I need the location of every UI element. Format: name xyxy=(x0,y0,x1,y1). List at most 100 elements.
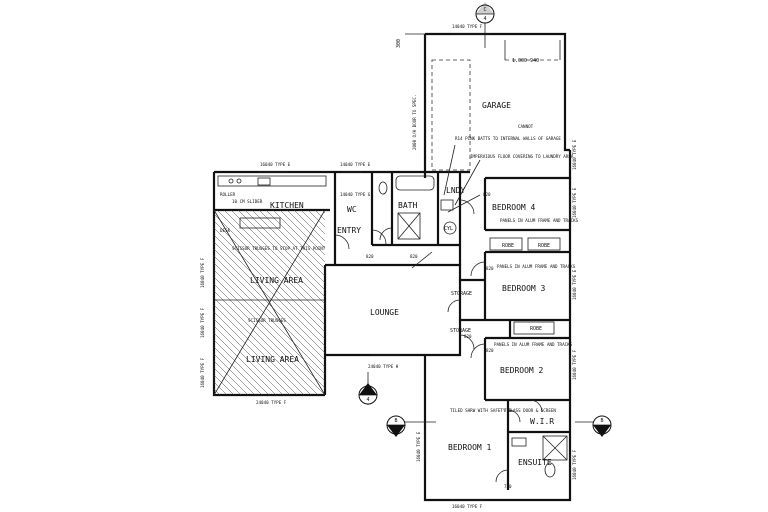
door-swings xyxy=(334,199,543,483)
robe-box-3 xyxy=(513,321,555,335)
note-garage-dims: 1.000 940 xyxy=(512,58,539,64)
internal-walls xyxy=(214,172,570,490)
door-label-d5: 720 xyxy=(504,408,512,413)
hatch-line xyxy=(14,210,199,395)
room-lndy: LNDY xyxy=(446,186,465,195)
window-bed3-right: 16040 TYPE E xyxy=(572,269,577,300)
note-panels-b4: PANELS IN ALUM FRAME AND TRACKS xyxy=(500,218,579,223)
note-panels-b3: PANELS IN ALUM FRAME AND TRACKS xyxy=(497,264,576,269)
room-bedroom-2: BEDROOM 2 xyxy=(500,366,544,375)
hatch-line xyxy=(214,353,256,395)
shower xyxy=(397,212,421,240)
hatch-line xyxy=(258,210,325,277)
room-living-upper: LIVING AREA xyxy=(250,276,303,285)
hatch-line xyxy=(265,210,325,270)
laundry-tub xyxy=(440,199,454,211)
note-sliding: 10 CM SLIDER xyxy=(232,199,263,204)
door-label-d2: 820 xyxy=(410,254,418,259)
garage-dashed-zone xyxy=(431,59,471,171)
kitchen-island xyxy=(239,217,281,229)
room-bedroom-4: BEDROOM 4 xyxy=(492,203,536,212)
room-lounge: LOUNGE xyxy=(370,308,399,317)
room-bedroom-3: BEDROOM 3 xyxy=(502,284,546,293)
hatch-line xyxy=(214,325,284,395)
room-bath: BATH xyxy=(398,201,417,210)
hatch-line xyxy=(214,248,325,361)
window-labels: 14040 TYPE F 16040 TYPE E 14040 TYPE E 1… xyxy=(200,24,577,509)
door-labels: 820 820 820 820 720 720 820 820 xyxy=(366,192,512,489)
room-storage-lower: STORAGE xyxy=(450,328,471,334)
room-bedroom-1: BEDROOM 1 xyxy=(448,443,492,452)
room-entry: ENTRY xyxy=(337,226,361,235)
note-garage-cannot: CANNOT xyxy=(518,124,534,129)
hatch-line xyxy=(214,269,325,382)
hatch-line xyxy=(272,210,325,263)
hatch-line xyxy=(214,262,325,375)
window-bed4-right: 16040 TYPE E xyxy=(572,187,577,218)
dimension-300: 300 xyxy=(396,39,402,48)
hatch-line xyxy=(214,290,319,395)
door-label-d6: 720 xyxy=(504,484,512,489)
hatch-line xyxy=(214,255,325,368)
hatch-line xyxy=(214,297,312,395)
door-label-d1: 820 xyxy=(366,254,374,259)
hatch-line xyxy=(321,210,325,214)
section-a-number: 4 xyxy=(366,397,369,403)
window-living-left-1: 16040 TYPE F xyxy=(200,257,205,288)
sink xyxy=(257,177,271,186)
hatch-line xyxy=(214,346,263,395)
window-ensuite-right: 16040 TYPE F xyxy=(572,449,577,480)
door-label-d3: 820 xyxy=(486,266,494,271)
section-b-right-number: 4 xyxy=(600,428,603,434)
ensuite-toilet xyxy=(544,462,556,478)
hatch-line xyxy=(214,220,325,333)
window-garage-right: 16040 TYPE E xyxy=(572,139,577,170)
hatch-line xyxy=(28,210,213,395)
window-living-left-3: 16040 TYPE F xyxy=(200,357,205,388)
hatch-line xyxy=(214,283,325,395)
note-tiled-shrw: TILED SHRW WITH SAFETY GLASS DOOR & SCRE… xyxy=(450,408,556,413)
hatch-line xyxy=(214,213,325,326)
window-bed1-left: 16040 TYPE E xyxy=(416,431,421,462)
hatch-line xyxy=(214,332,277,395)
section-marker-b-left: B 4 xyxy=(386,415,436,437)
section-marker-a: A 4 xyxy=(358,372,378,405)
section-b-left-letter: B xyxy=(394,418,397,424)
ensuite-shower xyxy=(542,435,568,461)
room-cyl: CYL xyxy=(444,226,453,232)
hatch-line xyxy=(251,210,325,284)
toilet-wc xyxy=(378,181,388,195)
room-garage: GARAGE xyxy=(482,101,511,110)
note-r14-batts: R14 PINK BATTS TO INTERNAL WALLS OF GARA… xyxy=(455,136,561,141)
window-living-left-2: 16040 TYPE F xyxy=(200,307,205,338)
room-robe-2: ROBE xyxy=(538,243,550,249)
room-wc: WC xyxy=(347,205,357,214)
robe-box-2 xyxy=(527,237,561,251)
robe-box-1 xyxy=(489,237,523,251)
kitchen-bench xyxy=(217,175,327,187)
section-marker-b-right: B 4 xyxy=(575,415,612,437)
door-label-d4: 820 xyxy=(486,348,494,353)
section-a-letter: A xyxy=(366,388,369,394)
hatch-line xyxy=(216,210,325,319)
hatch-line xyxy=(329,210,514,395)
hatch-line xyxy=(293,210,325,242)
cylinder xyxy=(443,221,457,235)
window-bed1-bottom: 16040 TYPE F xyxy=(452,504,483,509)
leader-lines xyxy=(411,144,481,269)
window-entry-top: 14040 TYPE G xyxy=(340,192,371,197)
note-garage-door-side: 2000 O/H DOOR TO SPEC. xyxy=(412,95,417,150)
hatch-line xyxy=(244,210,325,291)
room-kitchen: KITCHEN xyxy=(270,201,304,210)
hatch-line xyxy=(21,210,206,395)
door-label-d7: 820 xyxy=(464,334,472,339)
window-bed2-right: 16040 TYPE F xyxy=(572,349,577,380)
room-ensuite: ENSUITE xyxy=(518,458,552,467)
hatch-line xyxy=(214,241,325,354)
hatch-line xyxy=(214,276,325,389)
hatch-line xyxy=(214,227,325,340)
hatch-line xyxy=(230,210,325,305)
section-b-left-number: 4 xyxy=(394,428,397,434)
hatch-line xyxy=(214,360,249,395)
